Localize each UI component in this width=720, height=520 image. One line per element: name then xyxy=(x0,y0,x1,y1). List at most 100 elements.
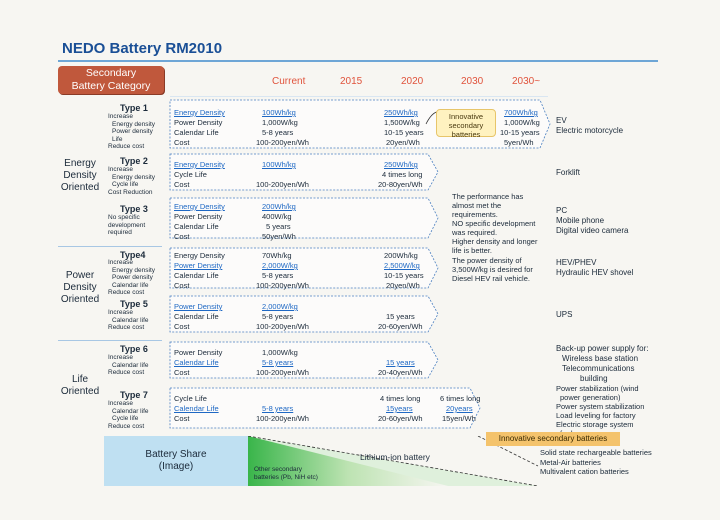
type-5-sub: Increase Calendar life Reduce cost xyxy=(108,309,149,332)
current-value: 5 years xyxy=(266,222,291,231)
battery-share-label: (Image) xyxy=(158,461,194,472)
application-item: Wireless base station xyxy=(562,354,639,363)
value-2020: 4 times long xyxy=(382,170,423,179)
type-sub-line: Calendar life xyxy=(112,361,149,369)
category-header: Secondary Battery Category xyxy=(58,66,164,94)
current-value: 200Wh/kg xyxy=(262,202,296,211)
value-2020: 20-40yen/Wh xyxy=(378,368,423,377)
group-divider xyxy=(58,340,162,341)
group-label-line: Oriented xyxy=(60,182,100,193)
application-item: Power stabilization (wind xyxy=(556,384,639,393)
application-item: Load leveling for factory xyxy=(556,411,636,420)
group-divider xyxy=(58,246,162,247)
type-6-sub: Increase Calendar life Reduce cost xyxy=(108,354,149,377)
year-2020: 2020 xyxy=(401,76,424,87)
type-sub-line: Reduce cost xyxy=(108,143,145,150)
metric-label: Power Density xyxy=(174,118,223,127)
value-2020: 20-80yen/Wh xyxy=(378,180,423,189)
value-2020: 10-15 years xyxy=(384,271,424,280)
page-title: NEDO Battery RM2010 xyxy=(62,40,223,57)
type-7-name: Type 7 xyxy=(120,390,148,400)
metric-label: Cycle Life xyxy=(174,170,207,179)
value-2030-beyond: 1,000W/kg xyxy=(504,118,540,127)
value-2020: 15 years xyxy=(386,358,415,367)
current-value: 100Wh/kg xyxy=(262,108,296,117)
year-2015: 2015 xyxy=(340,76,363,87)
type-sub-line: Reduce cost xyxy=(108,369,145,376)
value-2020: 2,500W/kg xyxy=(384,261,420,270)
innovative-line: Innovative xyxy=(448,112,484,121)
note-line: 3,500W/kg is desired for xyxy=(452,265,533,274)
lithium-ion-label: Lithium-ion battery xyxy=(360,452,430,462)
current-value: 5-8 years xyxy=(262,358,294,367)
application-list: Forklift xyxy=(556,168,580,178)
metric-label: Cost xyxy=(174,414,190,423)
note-line: almost met the xyxy=(452,201,502,210)
type-sub-line: Calendar life xyxy=(112,281,149,289)
year-2030-beyond: 2030~ xyxy=(512,76,541,87)
type-sub-line: Energy density xyxy=(112,266,155,274)
innovative-item: Metal-Air batteries xyxy=(540,457,601,467)
row-arrow-type-2 xyxy=(169,153,439,191)
value-2020: 10-15 years xyxy=(384,128,424,137)
group-label-line: Oriented xyxy=(60,386,100,397)
metric-label: Calendar Life xyxy=(174,222,219,231)
group-label-line: Life xyxy=(71,374,89,385)
row-arrow-type-3 xyxy=(169,197,439,239)
battery-share-graphic xyxy=(248,436,539,486)
value-2020: 250Wh/kg xyxy=(384,108,418,117)
type-sub-line: Increase xyxy=(108,400,133,407)
application-list: EV Electric motorcycle xyxy=(556,116,623,136)
group-label-line: Density xyxy=(63,170,97,181)
type-sub-line: Power density xyxy=(112,274,153,281)
current-value: 5-8 years xyxy=(262,404,294,413)
metric-label: Calendar Life xyxy=(174,312,219,321)
type-3-note: The performance has almost met the requi… xyxy=(452,192,537,255)
metric-label: Calendar Life xyxy=(174,358,219,367)
type-4-note: The power density of 3,500W/kg is desire… xyxy=(452,256,533,283)
current-value: 50yen/Wh xyxy=(262,232,296,241)
type-2-sub: Increase Energy density Cycle life Cost … xyxy=(108,166,155,196)
metric-label: Cost xyxy=(174,180,190,189)
metric-label: Cost xyxy=(174,138,190,147)
application-item: Digital video camera xyxy=(556,226,629,235)
current-value: 70Wh/kg xyxy=(262,251,292,260)
type-sub-line: Calendar life xyxy=(112,316,149,324)
type-2-name: Type 2 xyxy=(120,156,148,166)
current-value: 5-8 years xyxy=(262,128,294,137)
value-2020: 1,500W/kg xyxy=(384,118,420,127)
application-item: Electric storage system xyxy=(556,420,634,429)
metric-label: Power Density xyxy=(174,261,223,270)
application-item: power generation) xyxy=(560,393,621,402)
year-2030: 2030 xyxy=(461,76,484,87)
note-line: life is better. xyxy=(452,246,493,255)
application-item: EV xyxy=(556,116,567,125)
other-line: batteries (Pb, NiH etc) xyxy=(254,473,318,481)
category-header-line-2: Battery Category xyxy=(71,80,151,92)
innovative-line: secondary xyxy=(448,121,484,130)
value-2030-beyond: 10-15 years xyxy=(500,128,540,137)
metric-label: Calendar Life xyxy=(174,271,219,280)
value-2030-beyond: 700Wh/kg xyxy=(504,108,538,117)
group-life: Life Oriented xyxy=(60,374,100,398)
type-sub-line: Cycle life xyxy=(112,181,139,188)
application-item: Back-up power supply for: xyxy=(556,344,649,353)
type-sub-line: Energy density xyxy=(112,173,155,181)
type-sub-line: required xyxy=(108,229,132,236)
application-list: UPS xyxy=(556,310,572,320)
type-sub-line: Energy density xyxy=(112,120,155,128)
current-value: 100Wh/kg xyxy=(262,160,296,169)
application-item: Mobile phone xyxy=(556,216,605,225)
note-line: Higher density and longer xyxy=(452,237,538,246)
type-4-name: Type4 xyxy=(120,250,146,260)
metric-label: Energy Density xyxy=(174,108,225,117)
group-label-line: Density xyxy=(63,282,97,293)
metric-label: Cost xyxy=(174,322,190,331)
application-list: PC Mobile phone Digital video camera xyxy=(556,206,628,236)
current-value: 100-200yen/Wh xyxy=(256,138,309,147)
application-list: HEV/PHEV Hydraulic HEV shovel xyxy=(556,258,633,278)
innovative-share-list: Solid state rechargeable batteries Metal… xyxy=(540,448,652,477)
row-arrow-type-4 xyxy=(169,247,439,289)
innovative-box: Innovative secondary batteries xyxy=(436,109,496,139)
